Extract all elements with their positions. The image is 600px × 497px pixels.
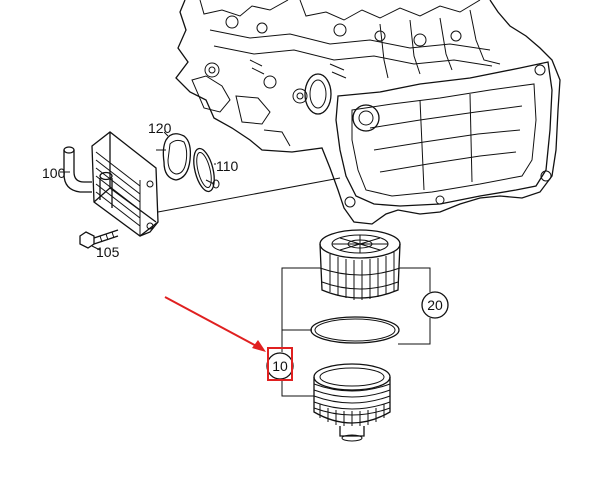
o-ring-drawing bbox=[310, 316, 400, 344]
filter-element-drawing bbox=[319, 229, 401, 300]
highlight-annotation bbox=[164, 296, 293, 381]
leader-120 bbox=[163, 131, 169, 137]
filter-assembly-bracket bbox=[281, 267, 431, 345]
highlight-arrowhead bbox=[252, 340, 266, 352]
callout-circle-20 bbox=[421, 291, 449, 319]
engine-block-drawing bbox=[175, 0, 561, 225]
highlight-arrow-line bbox=[164, 296, 263, 350]
callout-label-filter-assembly: 20 bbox=[427, 297, 443, 313]
callout-label-bolt: 105 bbox=[96, 244, 120, 260]
bolt-drawing bbox=[79, 229, 119, 249]
callout-label-gasket-large: 110 bbox=[216, 158, 239, 174]
filter-housing-cap-drawing bbox=[313, 363, 391, 442]
callout-label-oil-cooler: 100 bbox=[42, 165, 66, 181]
mounting-leader-line bbox=[157, 177, 341, 213]
gasket-large-drawing bbox=[193, 147, 220, 193]
callout-label-filter-housing-cap: 10 bbox=[272, 358, 288, 374]
gasket-small-drawing bbox=[156, 133, 192, 181]
oil-cooler-drawing bbox=[63, 131, 159, 237]
leader-105 bbox=[91, 245, 101, 251]
callout-label-gasket-small: 120 bbox=[148, 120, 172, 136]
highlight-box bbox=[267, 347, 293, 381]
